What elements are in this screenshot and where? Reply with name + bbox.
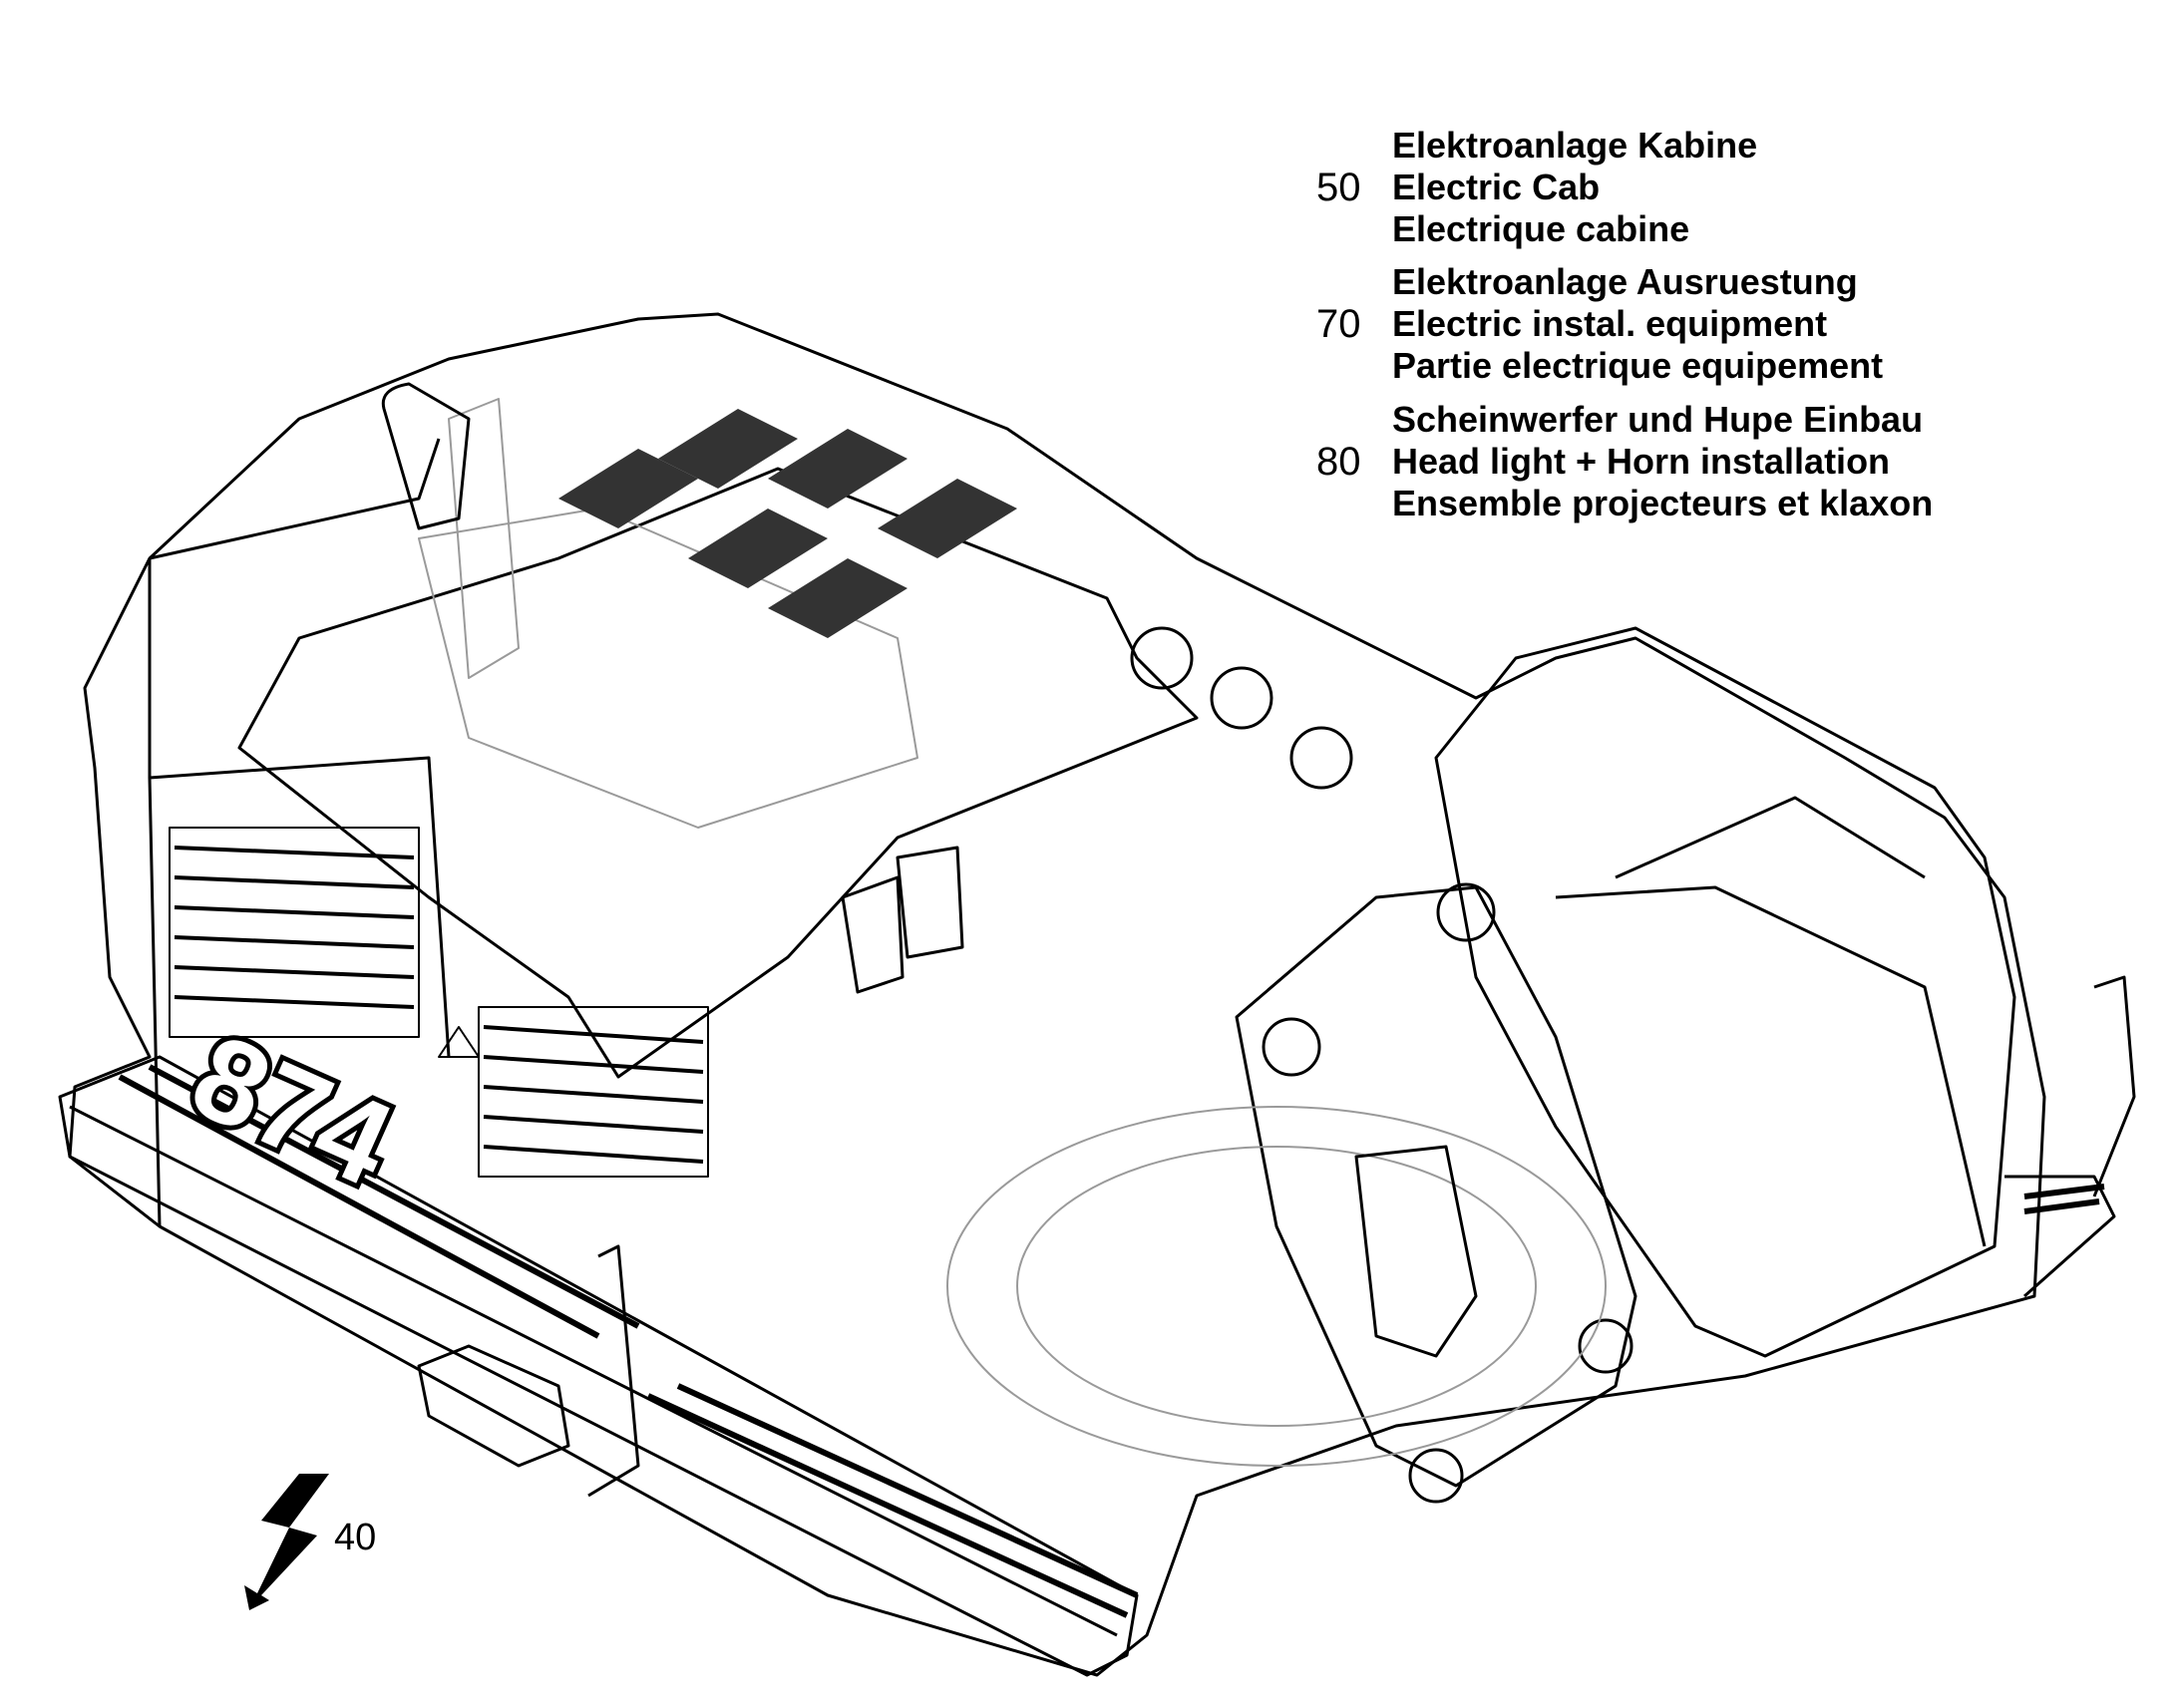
slew-ring	[946, 1106, 1607, 1467]
legend-group-50: 50 Elektroanlage Kabine Electric Cab Ele…	[1316, 125, 2074, 254]
legend-line-fr: Ensemble projecteurs et klaxon	[1392, 483, 1934, 523]
right-step	[2004, 1175, 2116, 1298]
boom-mount	[1235, 885, 1637, 1488]
legend-code: 70	[1316, 302, 1361, 346]
operator-cab	[1434, 626, 2016, 1358]
legend-line-en: Head light + Horn installation	[1392, 441, 1891, 482]
walkway-step	[58, 1055, 1139, 1677]
filter-cylinders	[841, 846, 964, 994]
legend-line-de: Scheinwerfer und Hupe Einbau	[1392, 399, 1924, 440]
legend-line-en: Electric Cab	[1392, 167, 1601, 207]
engine-hood	[237, 467, 1199, 1079]
hydraulic-cap	[1210, 666, 1273, 730]
tank-cap	[1289, 726, 1353, 790]
hand-step	[417, 1344, 570, 1468]
legend-code: 80	[1316, 440, 1361, 484]
legend-line-en: Electric instal. equipment	[1392, 303, 1828, 344]
counterweight	[148, 438, 451, 1227]
legend-group-70: 70 Elektroanlage Ausruestung Electric in…	[1316, 261, 2074, 391]
lightning-bolt-icon	[244, 1474, 329, 1610]
model-number-marking: 874	[174, 1008, 411, 1211]
swing-drive	[1354, 1145, 1478, 1358]
side-grille	[169, 827, 420, 1038]
hood-vent-grates	[558, 409, 1017, 638]
legend-line-fr: Electrique cabine	[1392, 208, 1690, 249]
warning-triangle-icon	[438, 1026, 480, 1058]
walkway-antislip	[118, 1064, 2105, 1618]
legend-line-de: Elektroanlage Kabine	[1392, 125, 1758, 166]
ladder-handrail	[587, 1244, 640, 1498]
legend-line-de: Elektroanlage Ausruestung	[1392, 261, 1858, 302]
legend-group-80: 80 Scheinwerfer und Hupe Einbau Head lig…	[1316, 399, 2074, 528]
legend-code: 50	[1316, 166, 1361, 209]
callout-code-40: 40	[334, 1517, 377, 1558]
legend-line-fr: Partie electrique equipement	[1392, 345, 1884, 386]
machine-outline	[68, 312, 2046, 1677]
front-grille	[478, 1006, 709, 1178]
fuel-cap	[1130, 626, 1194, 690]
exhaust-pipe	[381, 382, 471, 530]
